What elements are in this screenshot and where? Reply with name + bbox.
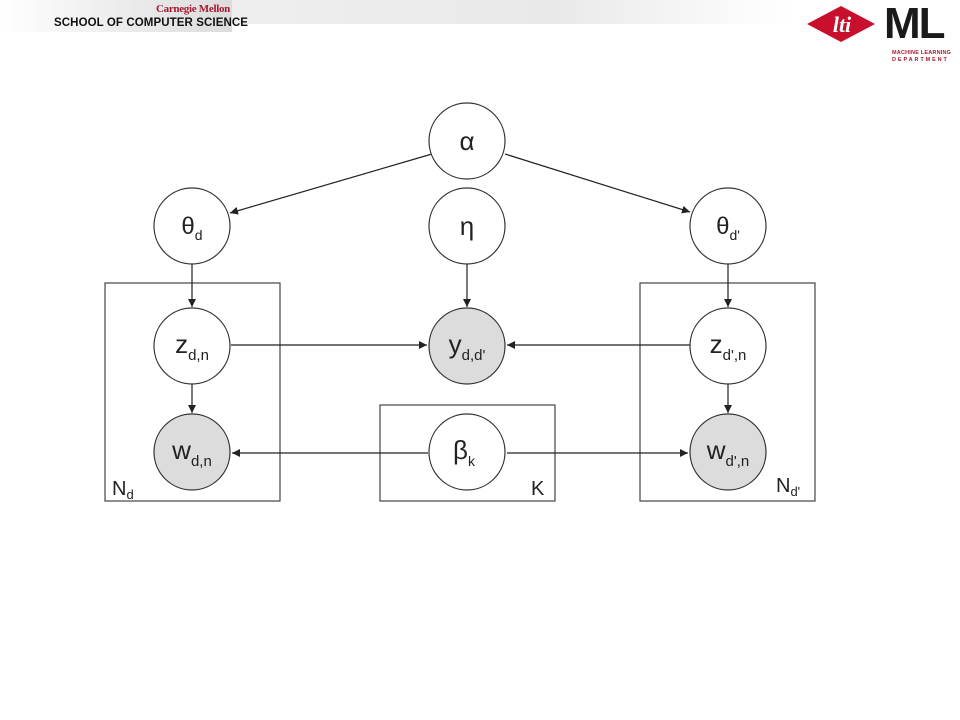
- school-name: SCHOOL OF COMPUTER SCIENCE: [54, 17, 249, 29]
- edge-alpha-theta-dprime: [504, 153, 691, 214]
- node-y: yd,d': [428, 307, 506, 385]
- node-eta: η: [428, 187, 506, 265]
- node-w-dprime-label: wd',n: [706, 435, 750, 470]
- edge-alpha-theta-d: [229, 153, 433, 215]
- lti-logo: lti: [803, 3, 879, 45]
- ml-logo-line1: MACHINE LEARNING: [892, 50, 952, 56]
- node-theta-dprime: θd': [689, 187, 767, 265]
- node-alpha-label: α: [459, 126, 474, 156]
- node-theta-dprime-label: θd': [716, 213, 740, 243]
- node-z-d-label: zd,n: [175, 329, 209, 364]
- university-name: Carnegie Mellon: [155, 3, 230, 15]
- node-y-label: yd,d': [449, 329, 486, 364]
- node-z-dprime: zd',n: [689, 307, 767, 385]
- node-alpha: α: [428, 102, 506, 180]
- header-band: [0, 0, 232, 32]
- lti-logo-text: lti: [833, 12, 852, 37]
- node-beta-label: βk: [453, 435, 476, 469]
- node-eta-label: η: [460, 211, 474, 241]
- lti-logo-diamond: [807, 6, 875, 42]
- node-z-d: zd,n: [153, 307, 231, 385]
- ml-logo-mark: ML: [884, 0, 946, 48]
- plate-left-label: Nd: [112, 478, 134, 502]
- node-beta: βk: [428, 413, 506, 491]
- node-w-d-label: wd,n: [171, 435, 212, 470]
- plate-middle-label: K: [531, 478, 545, 500]
- ml-logo-line2: DEPARTMENT: [892, 57, 949, 63]
- plate-right-label: Nd': [776, 475, 800, 499]
- ml-department-logo: ML MACHINE LEARNING DEPARTMENT: [884, 2, 956, 66]
- node-w-dprime: wd',n: [689, 413, 767, 491]
- node-z-dprime-label: zd',n: [710, 329, 747, 364]
- node-w-d: wd,n: [153, 413, 231, 491]
- node-theta-d-label: θd: [181, 213, 202, 243]
- node-theta-d: θd: [153, 187, 231, 265]
